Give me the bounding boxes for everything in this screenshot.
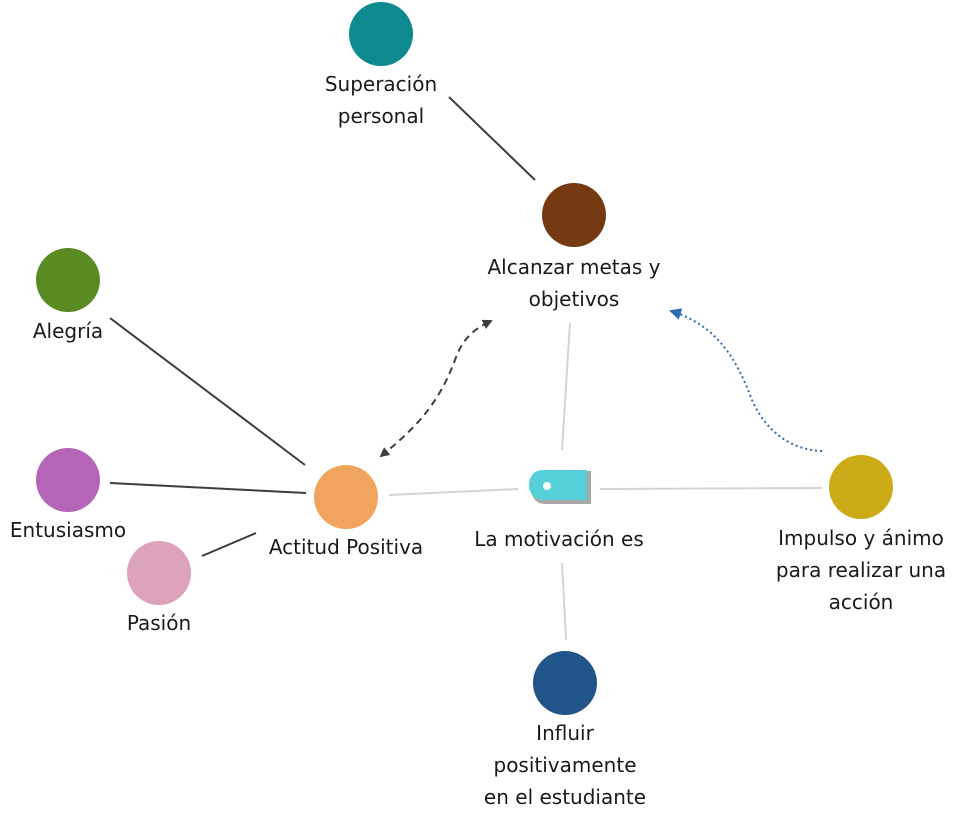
center-node-label: La motivación es (474, 523, 644, 555)
node-influir-circle[interactable] (533, 651, 597, 715)
node-pasion-label: Pasión (127, 607, 191, 639)
edge-center-impulso (599, 487, 823, 490)
node-alegria-label: Alegría (33, 315, 103, 347)
node-actitud-label: Actitud Positiva (269, 531, 423, 563)
edge-center-influir (561, 562, 567, 641)
center-node[interactable] (529, 470, 591, 504)
center-node-text: La motivación es (474, 527, 644, 551)
node-influir-line-3: en el estudiante (483, 785, 647, 809)
node-superacion-line-1: Superación (324, 72, 438, 96)
node-superacion-label: Superación personal (325, 68, 437, 132)
arrow-actitud-metas (379, 319, 493, 458)
node-entusiasmo-line-1: Entusiasmo (9, 518, 127, 542)
node-entusiasmo-circle[interactable] (36, 448, 100, 512)
node-impulso-line-3: acción (828, 590, 894, 614)
node-entusiasmo-label: Entusiasmo (10, 514, 126, 546)
node-metas-line-1: Alcanzar metas y (487, 255, 661, 279)
tag-icon-hole (543, 482, 551, 490)
node-influir-line-2: positivamente (493, 753, 637, 777)
arrow-impulso-metas (669, 308, 823, 452)
node-impulso-line-2: para realizar una (775, 558, 947, 582)
node-impulso-label: Impulso y ánimo para realizar una acción (776, 522, 946, 618)
edge-superacion-metas (448, 96, 536, 181)
node-alegria-circle[interactable] (36, 248, 100, 312)
node-superacion-circle[interactable] (349, 2, 413, 66)
node-metas-line-2: objetivos (528, 287, 620, 311)
node-metas-circle[interactable] (542, 183, 606, 247)
node-actitud-circle[interactable] (314, 465, 378, 529)
node-pasion-line-1: Pasión (126, 611, 192, 635)
edge-entusiasmo-actitud (109, 482, 307, 494)
tag-icon (529, 470, 591, 504)
edge-pasion-actitud (201, 532, 257, 557)
node-superacion-line-2: personal (337, 104, 425, 128)
node-metas-label: Alcanzar metas y objetivos (488, 251, 661, 315)
node-influir-line-1: Influir (536, 721, 594, 745)
edge-alegria-actitud (109, 317, 306, 466)
node-actitud-line-1: Actitud Positiva (268, 535, 424, 559)
node-alegria-line-1: Alegría (32, 319, 104, 343)
edge-center-metas (561, 322, 571, 451)
node-pasion-circle[interactable] (127, 541, 191, 605)
edge-center-actitud (388, 488, 519, 496)
node-impulso-line-1: Impulso y ánimo (778, 526, 944, 550)
tag-icon-body (529, 470, 587, 500)
node-influir-label: Influir positivamente en el estudiante (484, 717, 646, 813)
node-impulso-circle[interactable] (829, 455, 893, 519)
